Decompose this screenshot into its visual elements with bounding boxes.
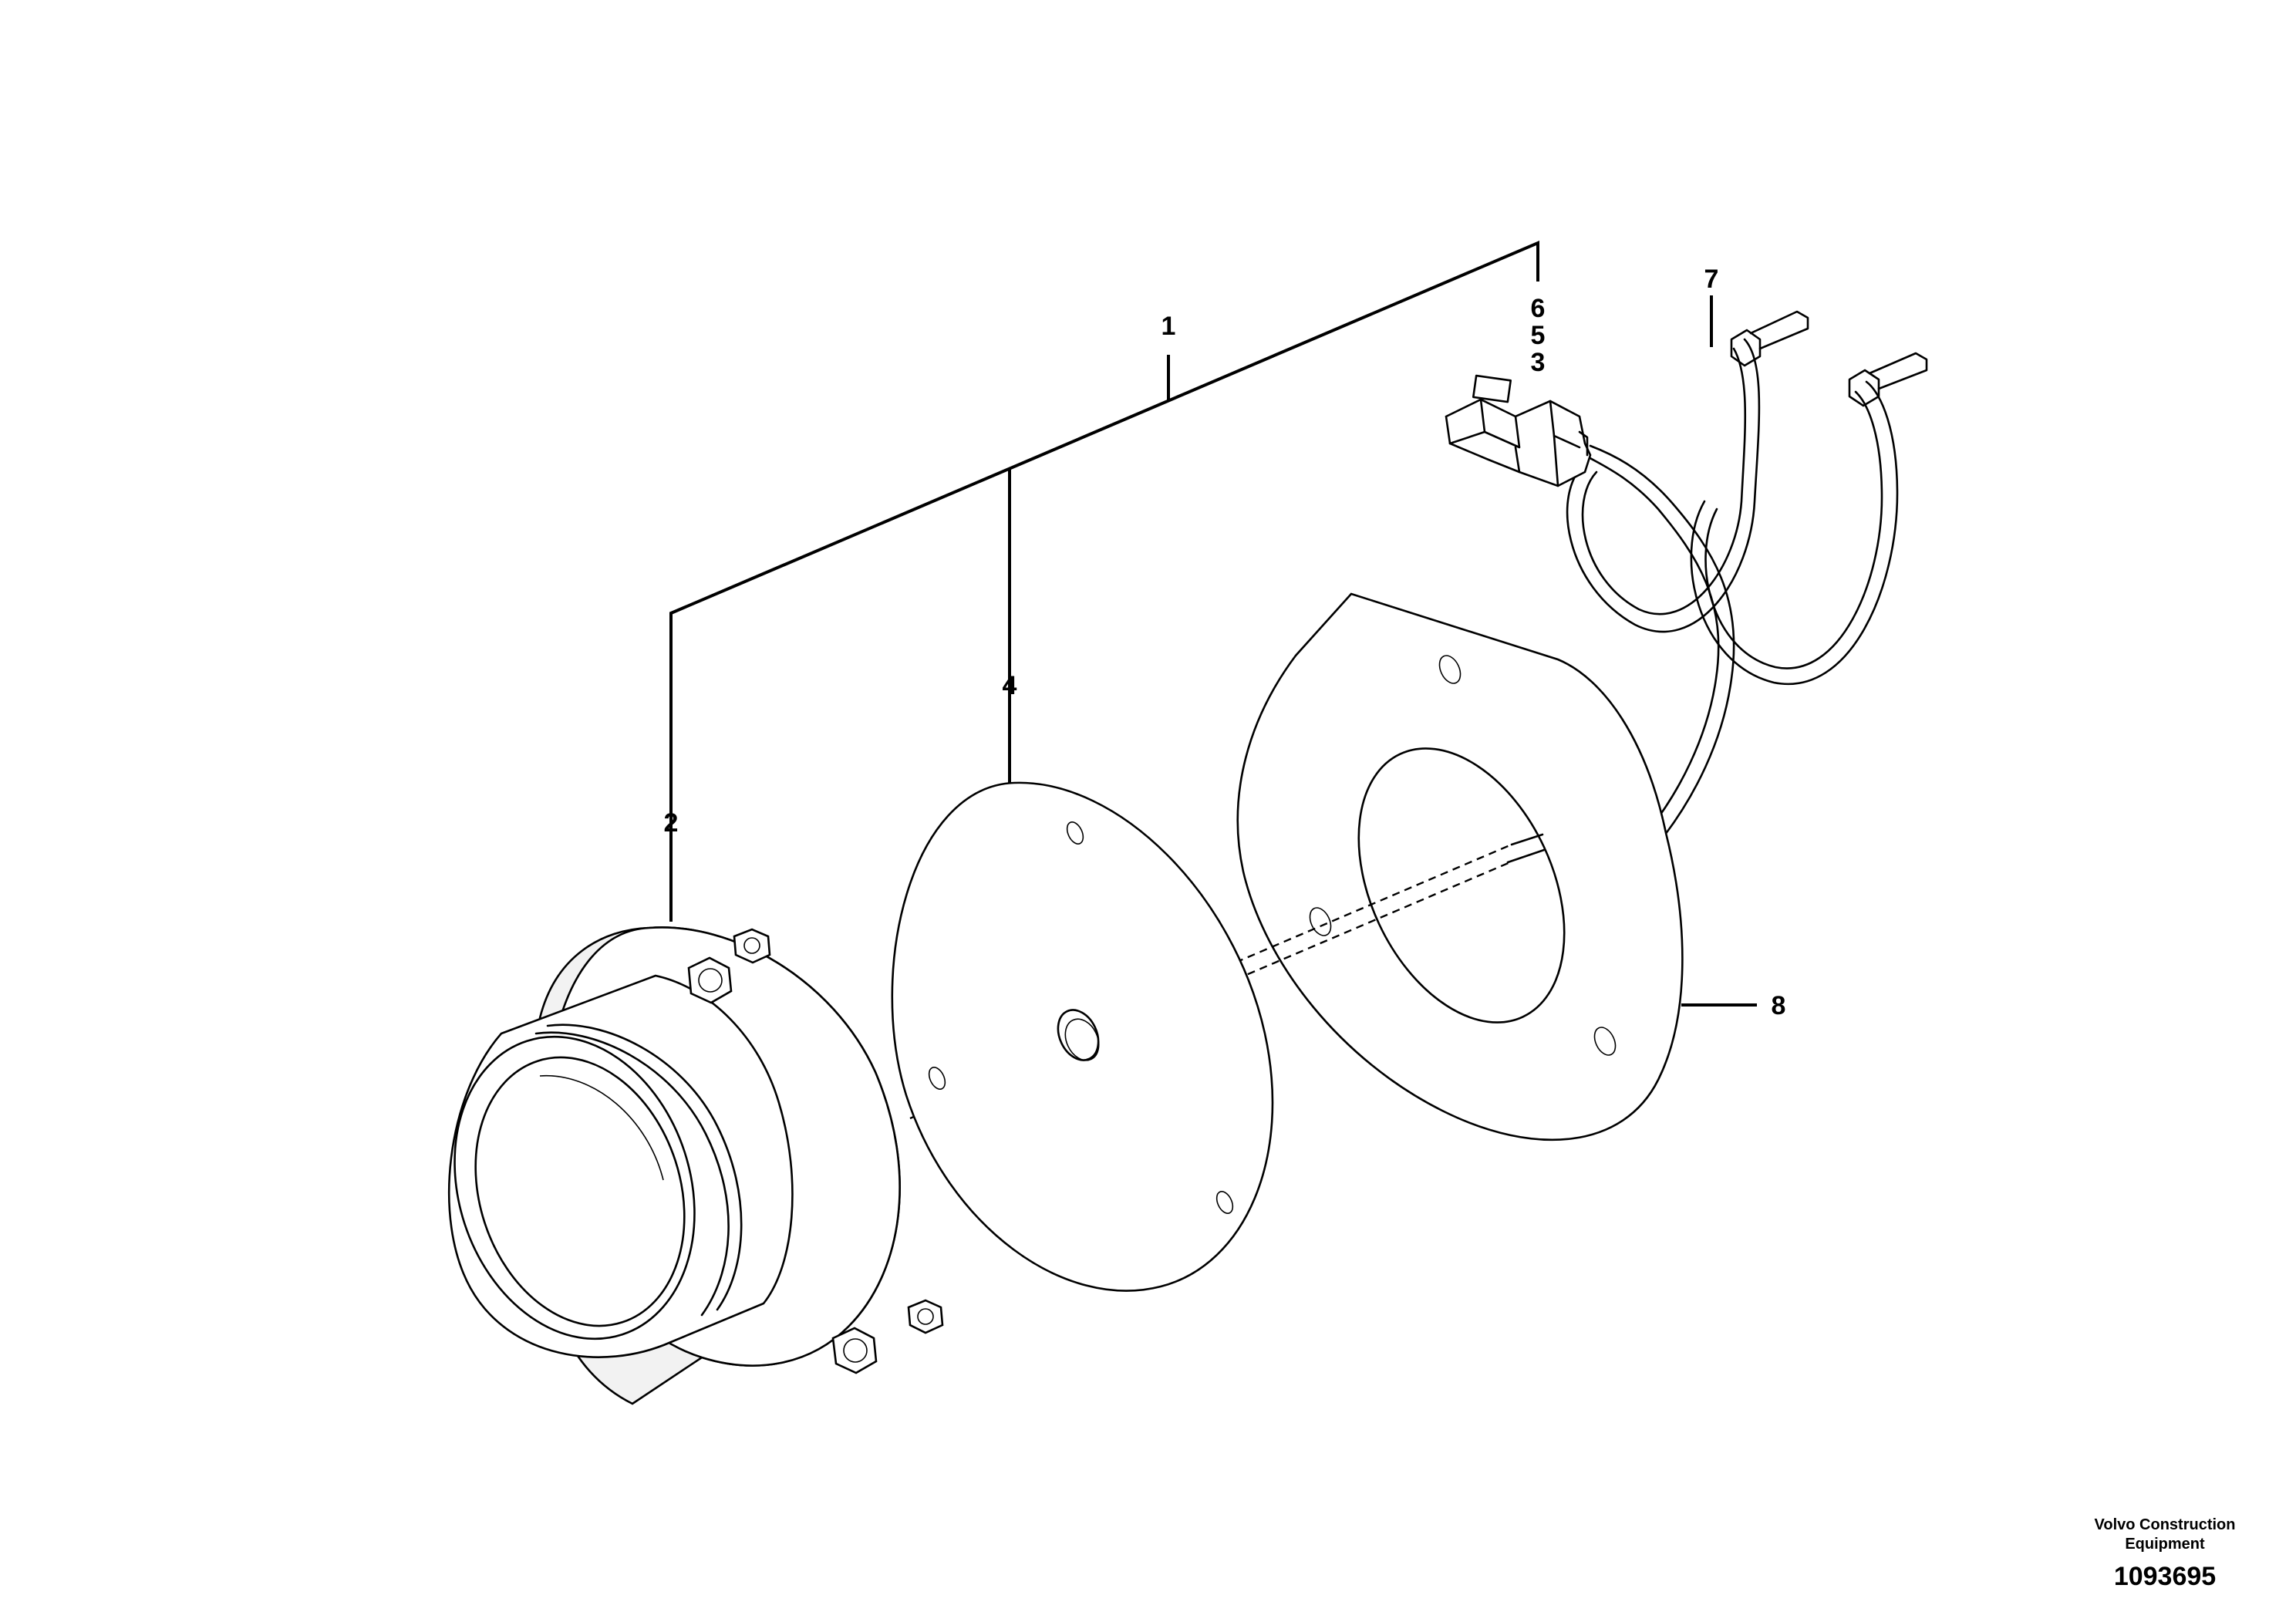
callout-5: 5 (1531, 321, 1546, 350)
cable-tie-2 (1848, 352, 1928, 407)
callout-1: 1 (1161, 312, 1176, 341)
gasket (891, 781, 1274, 1292)
company-name-line1: Volvo Construction (2095, 1516, 2236, 1533)
electrical-connector (1445, 374, 1592, 487)
mounting-plate (1236, 592, 1684, 1141)
callout-4: 4 (1003, 671, 1017, 700)
hex-bolt-bottom (831, 1299, 944, 1374)
assembly-bracket (669, 240, 1539, 922)
callout-2: 2 (664, 808, 679, 838)
sensor-housing (448, 926, 944, 1405)
footer-block: Volvo Construction Equipment 1093695 (2095, 1516, 2236, 1591)
company-name-line2: Equipment (2125, 1536, 2205, 1553)
callout-8: 8 (1772, 991, 1786, 1020)
hex-bolt-top (687, 928, 771, 1004)
drawing-number: 1093695 (2114, 1562, 2216, 1591)
cable-tie-1 (1730, 310, 1809, 367)
callout-6: 6 (1531, 294, 1546, 323)
sensor-cable-harness (1445, 310, 1928, 855)
callout-7: 7 (1704, 265, 1719, 294)
callout-3: 3 (1531, 348, 1546, 377)
